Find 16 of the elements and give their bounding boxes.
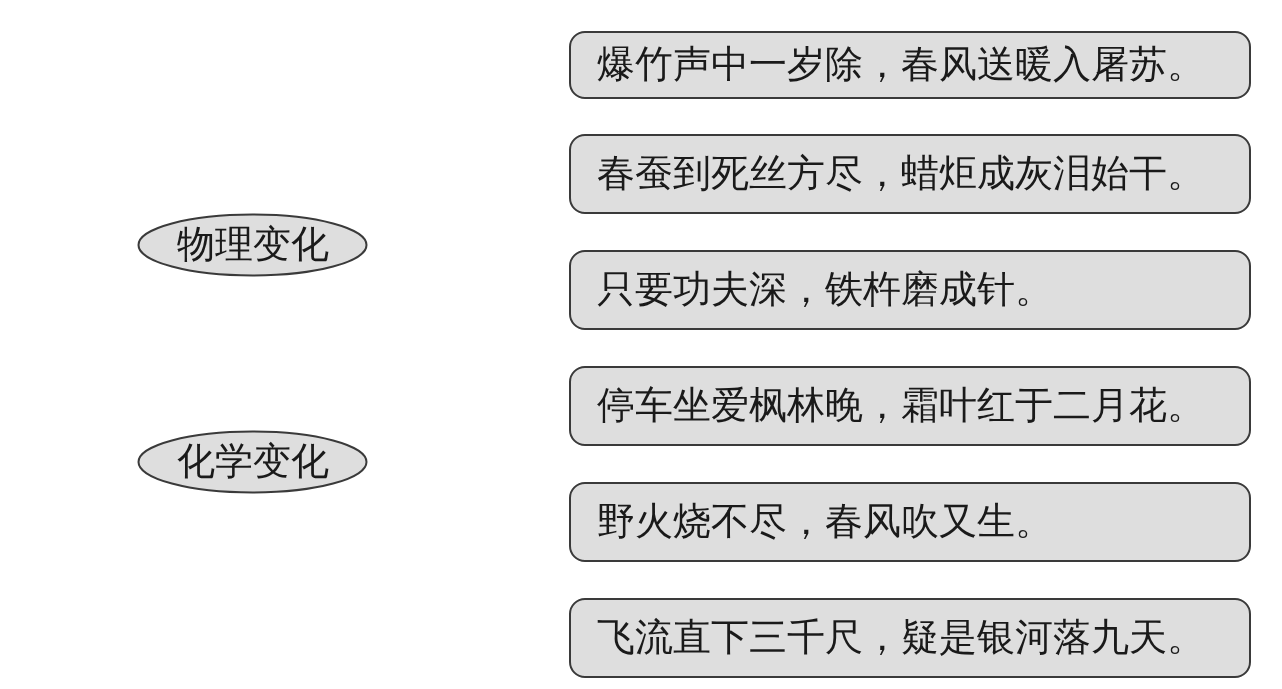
verse-box <box>569 366 1251 446</box>
verse-text: 春蚕到死丝方尽，蜡炬成灰泪始干。 <box>597 153 1205 195</box>
verse-box <box>569 250 1251 330</box>
category-oval <box>137 430 368 494</box>
verse-box <box>569 134 1251 214</box>
verse-text: 飞流直下三千尺，疑是银河落九天。 <box>597 617 1205 659</box>
category-oval <box>137 213 368 277</box>
category-label: 物理变化 <box>176 224 329 266</box>
verse-box <box>569 482 1251 562</box>
verse-text: 只要功夫深，铁杵磨成针。 <box>597 269 1053 311</box>
verse-box <box>569 31 1251 99</box>
verse-text: 野火烧不尽，春风吹又生。 <box>597 501 1053 543</box>
verse-text: 爆竹声中一岁除，春风送暖入屠苏。 <box>597 44 1205 86</box>
category-label: 化学变化 <box>176 441 329 483</box>
verse-box <box>569 598 1251 678</box>
verse-text: 停车坐爱枫林晚，霜叶红于二月花。 <box>597 385 1205 427</box>
